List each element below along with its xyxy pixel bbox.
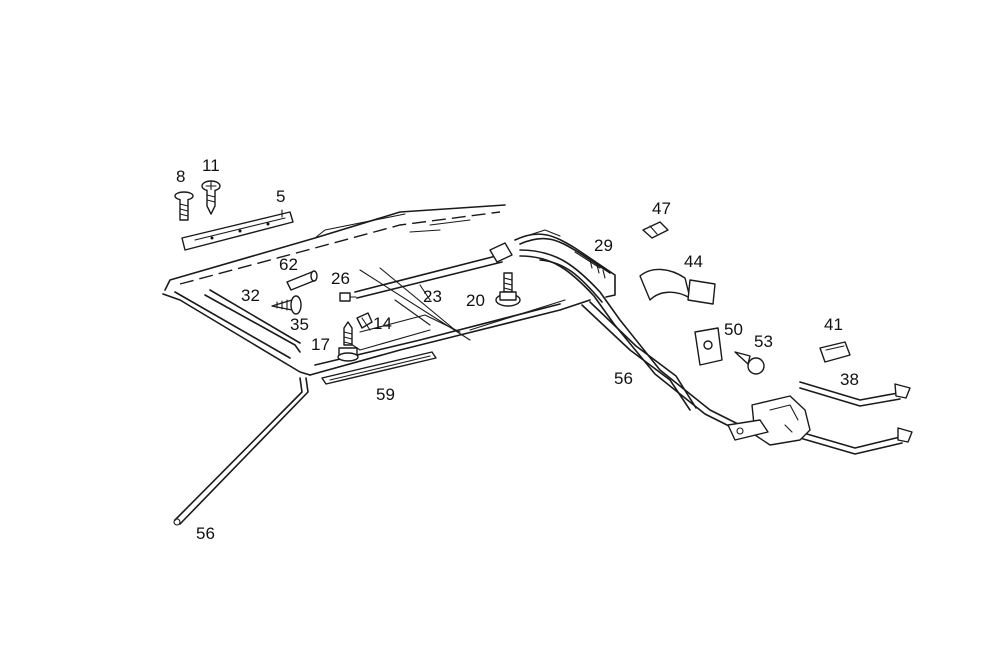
label-29: 29 bbox=[594, 236, 613, 255]
label-32: 32 bbox=[241, 286, 260, 305]
part-26-fastener bbox=[339, 292, 357, 302]
label-62: 62 bbox=[279, 255, 298, 274]
part-8-screw bbox=[174, 191, 194, 221]
part-59-strip bbox=[321, 351, 437, 385]
label-59: 59 bbox=[376, 385, 395, 404]
part-62-pin bbox=[286, 270, 318, 291]
part-56-hose-right bbox=[581, 301, 697, 411]
part-14-clip bbox=[356, 312, 373, 331]
label-44: 44 bbox=[684, 252, 703, 271]
label-56-right: 56 bbox=[614, 369, 633, 388]
part-53-screw bbox=[734, 351, 765, 375]
label-20: 20 bbox=[466, 291, 485, 310]
part-47-clip bbox=[642, 221, 669, 239]
label-8: 8 bbox=[176, 167, 185, 186]
part-5-strip bbox=[181, 211, 294, 251]
label-17: 17 bbox=[311, 335, 330, 354]
label-38: 38 bbox=[840, 370, 859, 389]
part-38-cable bbox=[799, 381, 913, 455]
label-53: 53 bbox=[754, 332, 773, 351]
part-56-hose-left bbox=[173, 377, 309, 526]
label-14: 14 bbox=[373, 314, 392, 333]
label-50: 50 bbox=[724, 320, 743, 339]
part-35-screw bbox=[271, 295, 302, 315]
label-11: 11 bbox=[202, 156, 220, 175]
roof-frame bbox=[162, 204, 591, 376]
drive-motor bbox=[727, 395, 811, 446]
part-20-bolt bbox=[495, 272, 521, 307]
label-56-left: 56 bbox=[196, 524, 215, 543]
label-47: 47 bbox=[652, 199, 671, 218]
label-23: 23 bbox=[423, 287, 442, 306]
part-17-screw bbox=[337, 321, 359, 362]
label-5: 5 bbox=[276, 187, 285, 206]
part-41-clip bbox=[819, 341, 851, 363]
part-44-bracket bbox=[639, 268, 716, 305]
leader-lines bbox=[281, 209, 431, 301]
part-23-rod bbox=[354, 242, 513, 299]
callout-labels: 8 11 5 62 26 32 23 20 35 14 17 59 29 47 … bbox=[176, 156, 859, 543]
part-11-screw bbox=[201, 180, 221, 215]
label-35: 35 bbox=[290, 315, 309, 334]
label-41: 41 bbox=[824, 315, 843, 334]
part-50-bracket bbox=[694, 327, 723, 366]
label-26: 26 bbox=[331, 269, 350, 288]
part-29-rail bbox=[514, 229, 751, 435]
